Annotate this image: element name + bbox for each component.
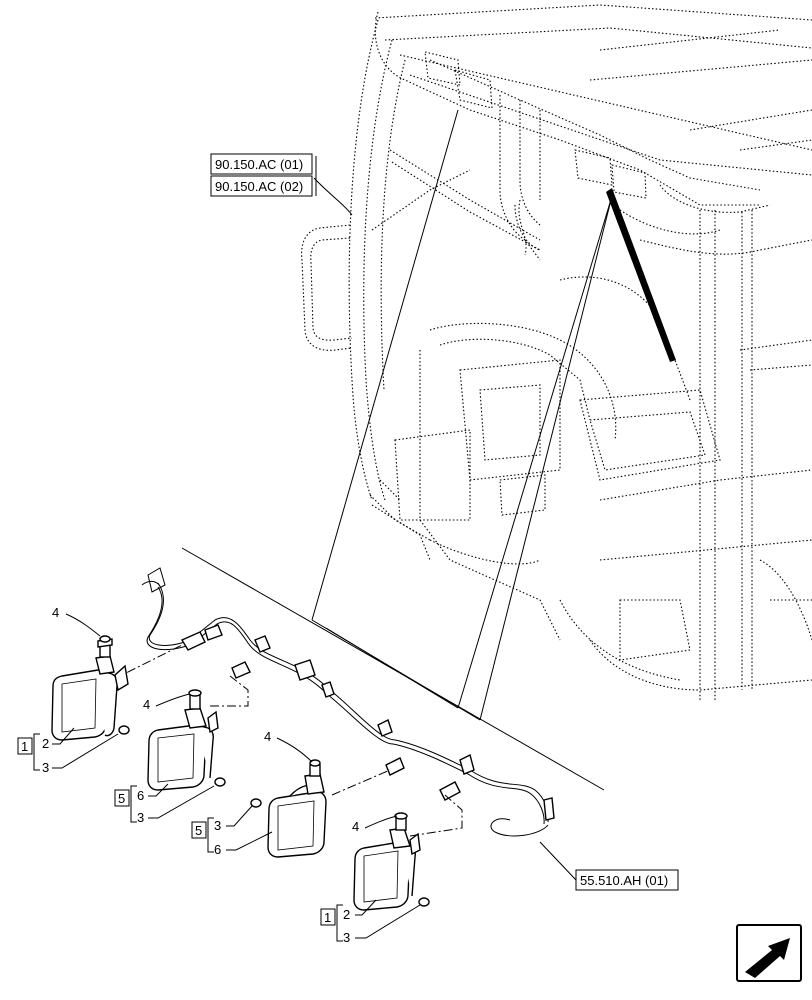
work-lamp-4 [353, 812, 430, 911]
callout-a-box: 1 [21, 739, 28, 754]
wiring-harness [141, 567, 555, 837]
reference-90-150-ac-01[interactable]: 90.150.AC (01) [210, 153, 313, 175]
item-4-label-c: 4 [264, 729, 271, 744]
reference-55-510-ah-01[interactable]: 55.510.AH (01) [575, 869, 679, 891]
reference-90-150-ac-02[interactable]: 90.150.AC (02) [210, 175, 313, 197]
item-4-label-b: 4 [143, 697, 150, 712]
next-page-arrow-icon[interactable] [736, 924, 802, 982]
leader-lines [181, 109, 613, 791]
callout-d-box: 1 [324, 910, 331, 925]
wiper-blade [606, 188, 676, 362]
callout-group-a: 1 2 3 [17, 727, 119, 775]
callout-group-b: 5 6 3 [114, 783, 215, 825]
callout-b-top: 6 [137, 788, 144, 803]
callout-a-bottom: 3 [42, 760, 49, 775]
callout-d-top: 2 [343, 907, 350, 922]
callout-b-box: 5 [118, 791, 125, 806]
work-lamp-1 [51, 635, 130, 741]
item-4-label-a: 4 [52, 605, 59, 620]
work-lamp-2 [147, 689, 226, 791]
callout-a-top: 2 [42, 736, 49, 751]
callout-c-bottom: 6 [214, 842, 221, 857]
callout-b-bottom: 3 [137, 810, 144, 825]
cab-frame [301, 4, 812, 700]
callout-c-top: 3 [214, 818, 221, 833]
callout-c-box: 5 [195, 823, 202, 838]
callout-group-c: 5 3 6 [191, 805, 273, 857]
svg-text:90.150.AC (01): 90.150.AC (01) [215, 157, 303, 172]
work-lamp-3 [250, 759, 327, 858]
item-4-label-d: 4 [352, 819, 359, 834]
callout-group-d: 1 2 3 [320, 899, 421, 945]
svg-text:55.510.AH (01): 55.510.AH (01) [580, 873, 668, 888]
callout-d-bottom: 3 [343, 930, 350, 945]
svg-text:90.150.AC (02): 90.150.AC (02) [215, 179, 303, 194]
